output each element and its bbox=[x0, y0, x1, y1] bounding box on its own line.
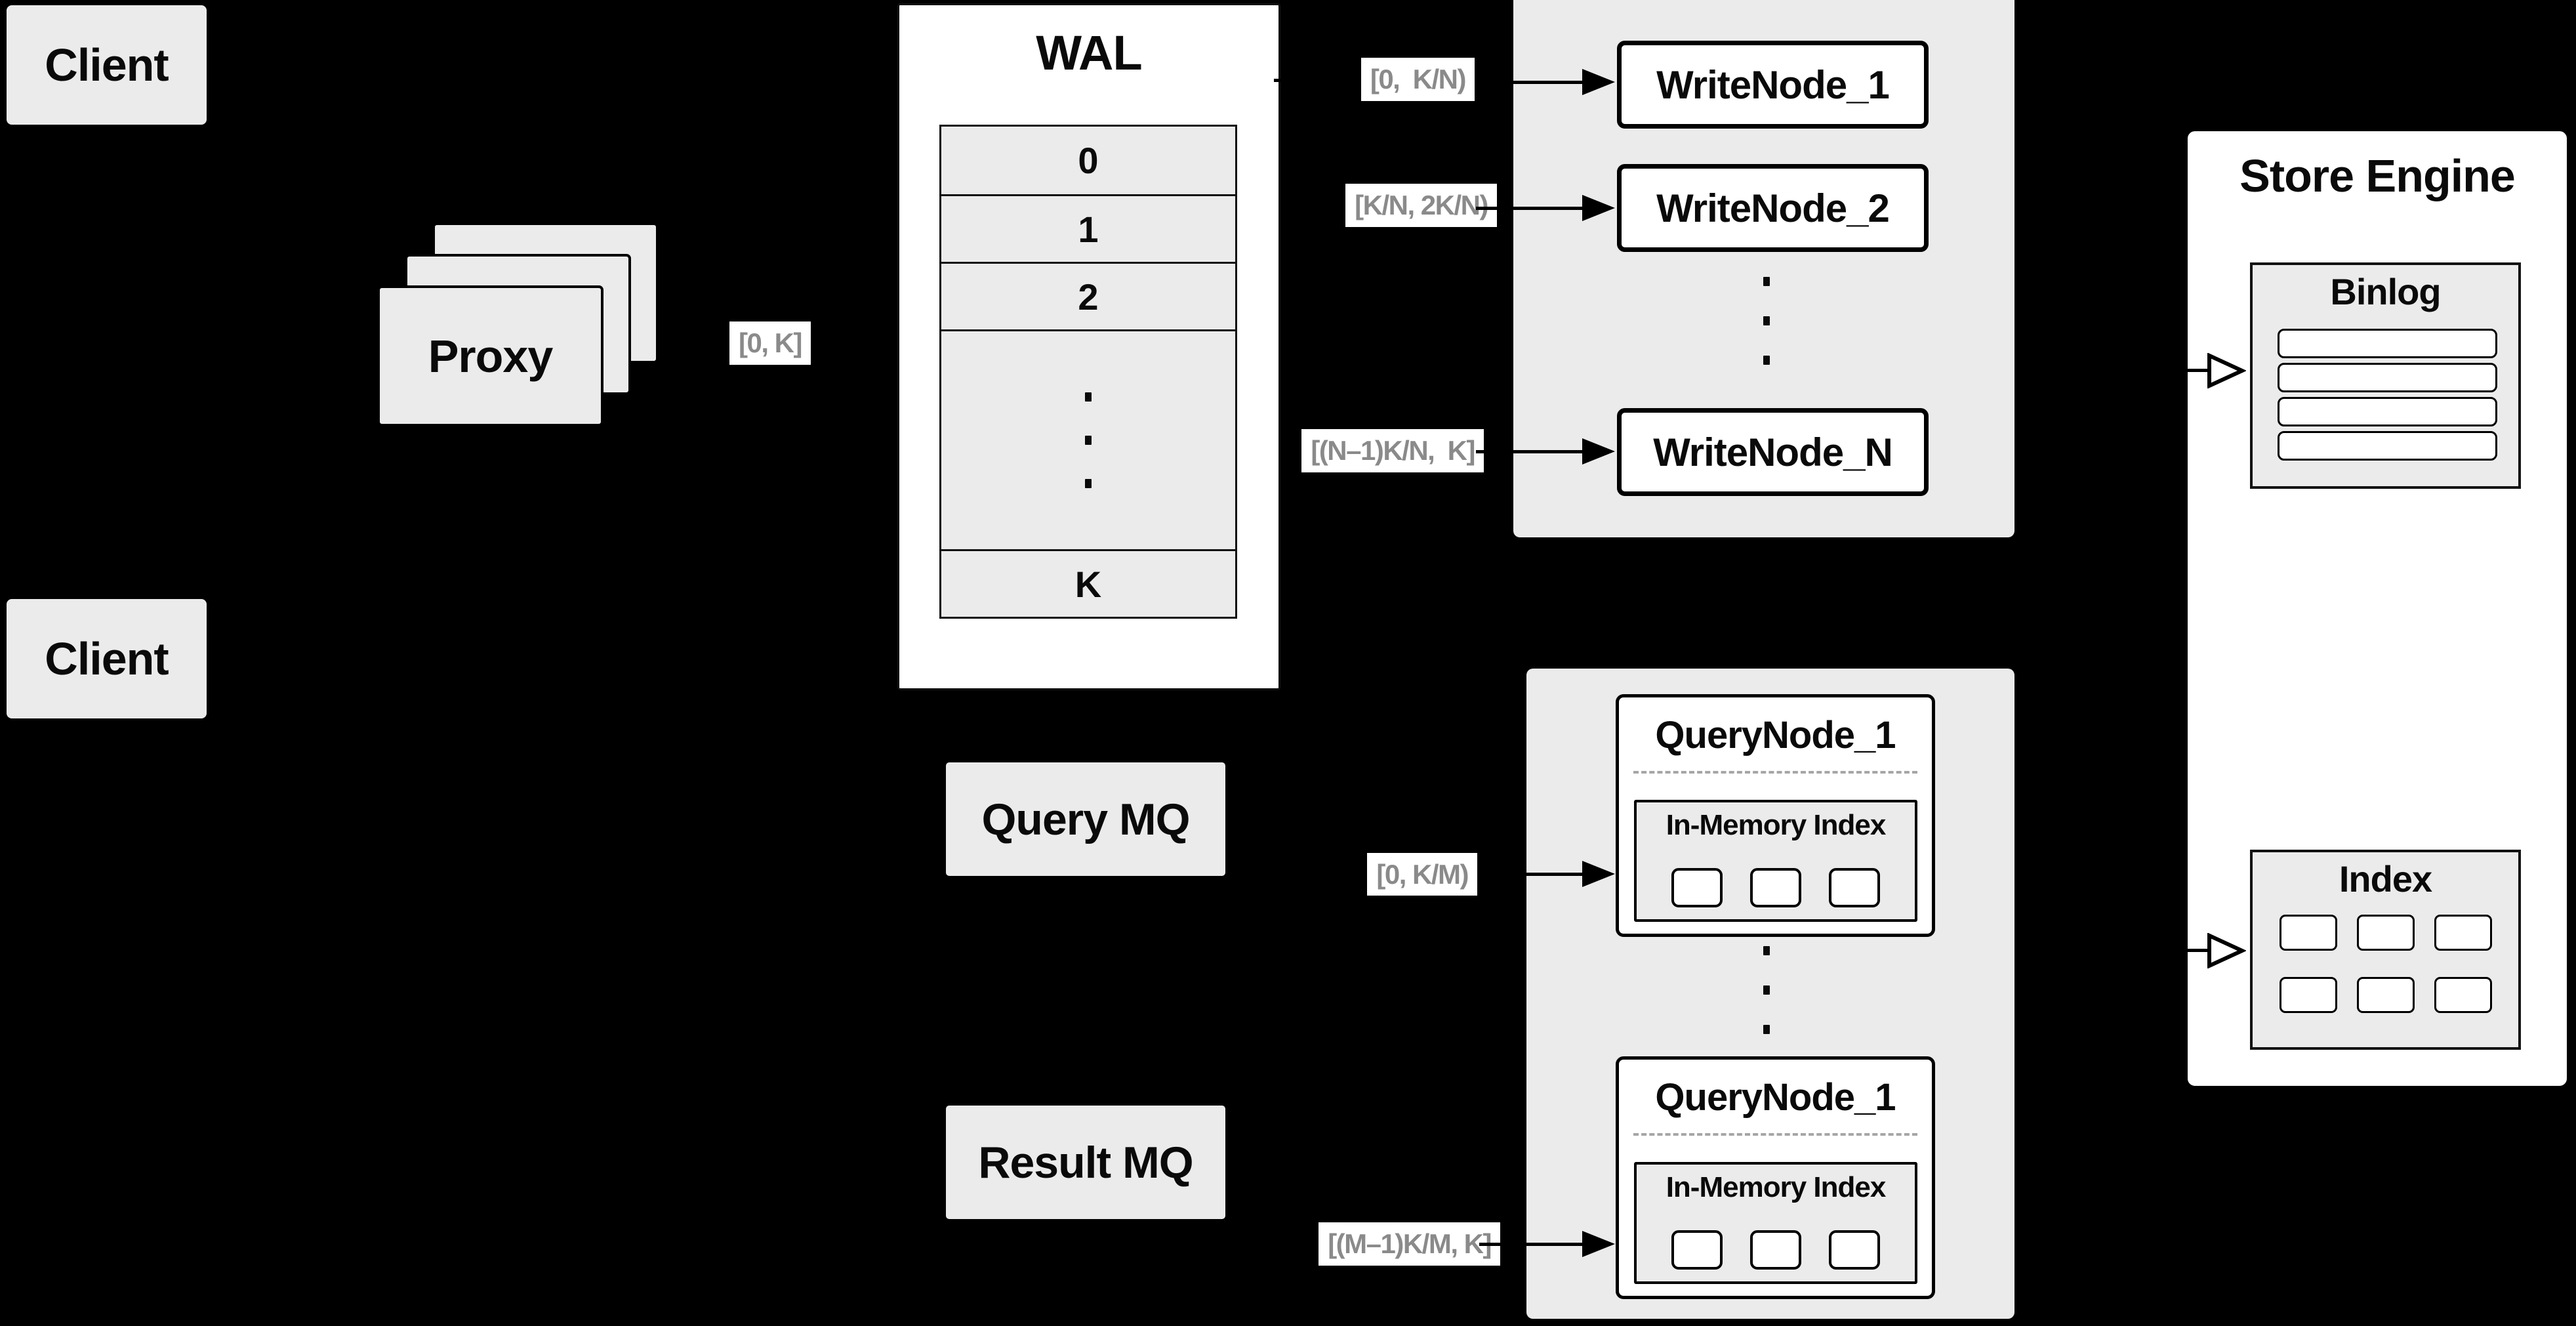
store-engine-title: Store Engine bbox=[2239, 150, 2516, 201]
query-mq-label: Query MQ bbox=[981, 794, 1191, 844]
index-title: Index bbox=[2339, 858, 2432, 900]
client-bottom-label: Client bbox=[45, 633, 169, 684]
wal-segment-k: K bbox=[941, 549, 1235, 617]
arrow-query-1-head-icon bbox=[1582, 861, 1615, 887]
arrow-write-1-head-icon bbox=[1582, 69, 1615, 95]
arrow-query-m-head-icon bbox=[1582, 1231, 1615, 1257]
binlog-box: Binlog bbox=[2250, 262, 2521, 489]
arrow-query-m-line bbox=[1479, 1243, 1582, 1246]
proxy-label: Proxy bbox=[428, 330, 554, 382]
range-label-proxy-out: [0, K] bbox=[729, 321, 811, 365]
arrow-write-2-line bbox=[1476, 207, 1582, 210]
client-top-label: Client bbox=[45, 39, 169, 91]
index-chips-row bbox=[2253, 977, 2518, 1013]
range-label-write-n: [(N–1)K/N, K] bbox=[1301, 429, 1484, 472]
index-chip bbox=[2279, 977, 2337, 1013]
wal-ellipsis-cell bbox=[941, 329, 1235, 549]
arrow-write-n-head-icon bbox=[1582, 438, 1615, 465]
in-memory-segments-bottom bbox=[1637, 1230, 1915, 1270]
result-mq-box: Result MQ bbox=[946, 1106, 1225, 1219]
arrow-into-index-open-head-icon bbox=[2207, 933, 2246, 968]
range-label-write-1: [0, K/N) bbox=[1360, 58, 1475, 101]
index-chip bbox=[2356, 915, 2415, 951]
arrow-query-1-line bbox=[1479, 873, 1582, 876]
in-memory-index-box-bottom: In-Memory Index bbox=[1634, 1162, 1917, 1284]
arrow-into-index-line bbox=[2178, 949, 2211, 952]
segment-chip bbox=[1750, 1230, 1801, 1270]
proxy-front-card: Proxy bbox=[377, 285, 603, 426]
segment-chip bbox=[1829, 1230, 1880, 1270]
query-node-bottom-dashed-divider bbox=[1633, 1133, 1917, 1136]
segment-chip bbox=[1750, 868, 1801, 907]
binlog-title: Binlog bbox=[2330, 271, 2441, 312]
client-bottom-box: Client bbox=[7, 599, 207, 718]
query-node-top-title: QueryNode_1 bbox=[1655, 714, 1896, 756]
query-node-bottom-title: QueryNode_1 bbox=[1655, 1076, 1896, 1119]
segment-chip bbox=[1671, 868, 1723, 907]
arrow-write-1-line bbox=[1476, 81, 1582, 84]
binlog-row bbox=[2278, 363, 2497, 392]
index-chips-row bbox=[2253, 915, 2518, 951]
write-node-1: WriteNode_1 bbox=[1617, 41, 1929, 129]
query-node-top: QueryNode_1 In-Memory Index bbox=[1616, 694, 1935, 937]
index-chip bbox=[2279, 915, 2337, 951]
range-label-write-2: [K/N, 2K/N) bbox=[1345, 184, 1497, 227]
wal-ellipsis-dots bbox=[1085, 392, 1092, 488]
write-node-n-label: WriteNode_N bbox=[1653, 430, 1893, 474]
in-memory-index-box-top: In-Memory Index bbox=[1634, 800, 1917, 922]
range-label-query-1: [0, K/M) bbox=[1367, 853, 1477, 896]
wal-segment-2: 2 bbox=[941, 262, 1235, 329]
in-memory-index-title-bottom: In-Memory Index bbox=[1666, 1171, 1887, 1203]
write-node-2: WriteNode_2 bbox=[1617, 164, 1929, 252]
write-node-2-label: WriteNode_2 bbox=[1656, 186, 1890, 230]
in-memory-index-title-top: In-Memory Index bbox=[1666, 809, 1887, 841]
index-box: Index bbox=[2250, 850, 2521, 1050]
query-node-top-dashed-divider bbox=[1633, 771, 1917, 774]
range-label-query-m: [(M–1)K/M, K] bbox=[1319, 1222, 1500, 1266]
wal-segment-0: 0 bbox=[1078, 140, 1099, 181]
index-chip bbox=[2434, 915, 2492, 951]
query-node-bottom: QueryNode_1 In-Memory Index bbox=[1616, 1056, 1935, 1299]
result-mq-label: Result MQ bbox=[978, 1137, 1193, 1188]
query-mq-box: Query MQ bbox=[946, 762, 1225, 876]
write-node-n: WriteNode_N bbox=[1617, 408, 1929, 496]
write-ellipsis-dots bbox=[1763, 277, 1770, 365]
arrow-write-2-head-icon bbox=[1582, 195, 1615, 221]
arrow-write-n-line bbox=[1476, 450, 1582, 453]
write-node-1-label: WriteNode_1 bbox=[1656, 62, 1890, 107]
arrow-into-binlog-open-head-icon bbox=[2207, 353, 2246, 388]
in-memory-segments-top bbox=[1637, 868, 1915, 907]
segment-chip bbox=[1829, 868, 1880, 907]
index-chip bbox=[2434, 977, 2492, 1013]
wal-title: WAL bbox=[1036, 26, 1142, 80]
query-ellipsis-dots bbox=[1763, 946, 1770, 1034]
binlog-row bbox=[2278, 329, 2497, 358]
index-chip bbox=[2356, 977, 2415, 1013]
binlog-row bbox=[2278, 397, 2497, 426]
wal-segment-1: 1 bbox=[941, 194, 1235, 262]
client-top-box: Client bbox=[7, 5, 207, 125]
binlog-row bbox=[2278, 431, 2497, 461]
wal-segment-table: 0 1 2 K bbox=[939, 125, 1237, 619]
segment-chip bbox=[1671, 1230, 1723, 1270]
arrow-into-binlog-line bbox=[2178, 369, 2211, 372]
wal-outgoing-line-stub bbox=[1274, 79, 1284, 82]
